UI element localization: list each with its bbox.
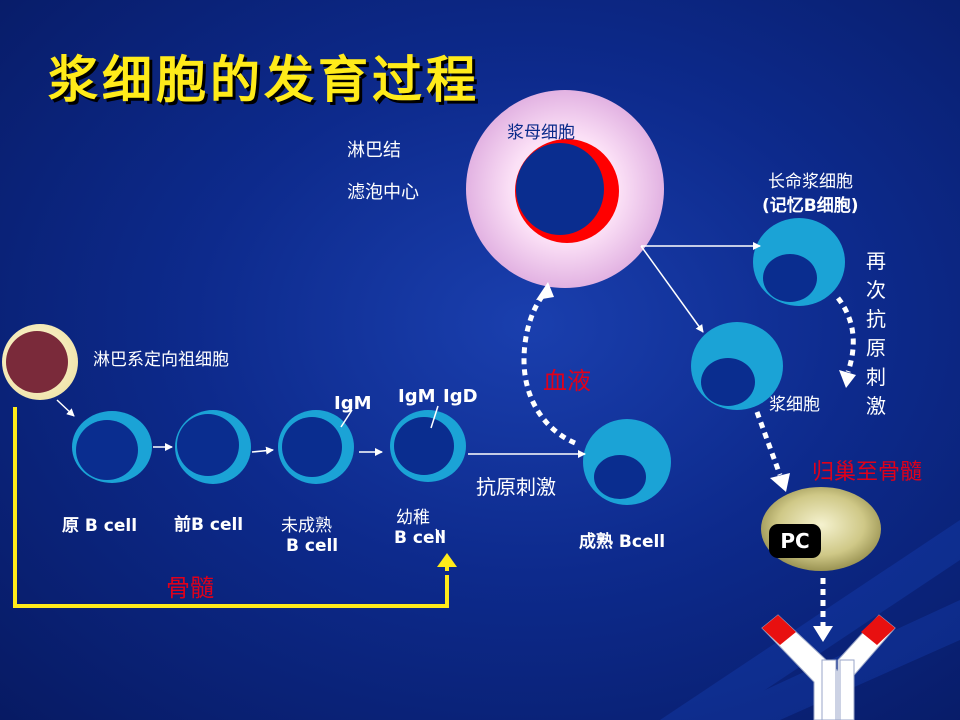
long-lived-label-line1: 长命浆细胞 [768, 172, 853, 192]
mature-b-label: 成熟 Bcell [579, 532, 666, 552]
lymph-node-label: 淋巴结 [347, 140, 401, 161]
antibody-icon [761, 614, 896, 720]
igd-label: IgD [443, 386, 478, 407]
germinal-center-label: 滤泡中心 [347, 182, 419, 203]
blood-label: 血液 [543, 367, 591, 395]
long-lived-label-line2: (记忆B细胞) [762, 196, 859, 216]
igm-label-2: IgM [398, 386, 436, 407]
restimulation-label: 再次抗原刺激 [866, 249, 886, 418]
progenitor-cell [2, 324, 78, 400]
juvenile-b-cell [390, 410, 466, 482]
antigen-label: 抗原刺激 [476, 475, 556, 499]
blood-dotted-arrow [521, 282, 577, 446]
plasma-cell-label: 浆细胞 [769, 395, 820, 415]
bone-marrow-label: 骨髓 [166, 574, 214, 602]
plasmablast-label: 浆母细胞 [507, 123, 575, 143]
stage-arrows [56, 242, 761, 541]
mature-b-cell [583, 419, 671, 505]
homing-label: 归巢至骨髓 [812, 460, 923, 485]
pre-b-cell [175, 410, 251, 484]
pc-label: PC [769, 524, 821, 558]
plasmablast-cell [466, 90, 664, 288]
secretion-dotted-arrow [813, 578, 833, 642]
page-title: 浆细胞的发育过程 [48, 51, 480, 109]
plasma-cell [691, 322, 783, 410]
immature-b-cell [278, 410, 354, 484]
immature-label-line2: B cell [286, 536, 339, 556]
juvenile-label-line1: 幼稚 [396, 508, 430, 528]
pro-b-label: 原 B cell [62, 516, 138, 536]
juvenile-label-line2: B cell [394, 528, 447, 548]
immature-label-line1: 未成熟 [281, 516, 332, 536]
progenitor-label: 淋巴系定向祖细胞 [93, 350, 229, 370]
restimulation-dotted-arrow [835, 296, 856, 388]
pre-b-label: 前B cell [174, 515, 244, 535]
igm-label-1: IgM [334, 393, 372, 414]
long-lived-plasma-cell [753, 218, 845, 306]
homing-dotted-arrow [754, 411, 790, 492]
bone-marrow-bracket [13, 407, 457, 608]
pro-b-cell [72, 411, 152, 483]
